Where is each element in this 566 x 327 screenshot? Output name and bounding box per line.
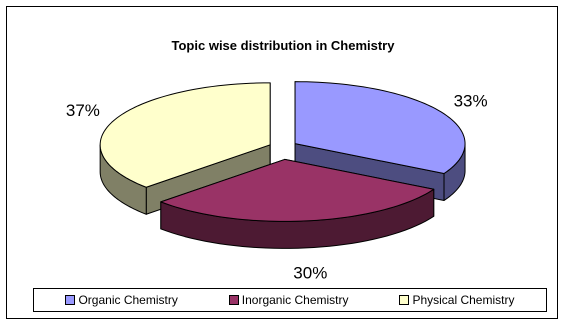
slice-top-physical xyxy=(99,82,271,188)
legend-item-physical: Physical Chemistry xyxy=(399,293,514,307)
legend: Organic Chemistry Inorganic Chemistry Ph… xyxy=(33,288,547,312)
chart-title: Topic wise distribution in Chemistry xyxy=(171,38,395,53)
slice-top-inorganic xyxy=(160,158,435,222)
chart-area: Topic wise distribution in Chemistry 33%… xyxy=(6,6,558,319)
data-label-physical: 37% xyxy=(66,101,100,120)
legend-item-organic: Organic Chemistry xyxy=(65,293,178,307)
legend-label-inorganic: Inorganic Chemistry xyxy=(241,293,349,307)
legend-item-inorganic: Inorganic Chemistry xyxy=(228,293,349,307)
slice-top-organic xyxy=(294,81,466,175)
legend-swatch-organic xyxy=(65,295,76,305)
legend-swatch-physical xyxy=(399,295,410,305)
pie-chart: 33% 30% 37% xyxy=(66,81,488,283)
data-label-organic: 33% xyxy=(454,91,488,110)
legend-swatch-inorganic xyxy=(228,295,239,305)
data-label-inorganic: 30% xyxy=(293,264,327,283)
legend-label-organic: Organic Chemistry xyxy=(78,293,178,307)
legend-label-physical: Physical Chemistry xyxy=(412,293,515,307)
